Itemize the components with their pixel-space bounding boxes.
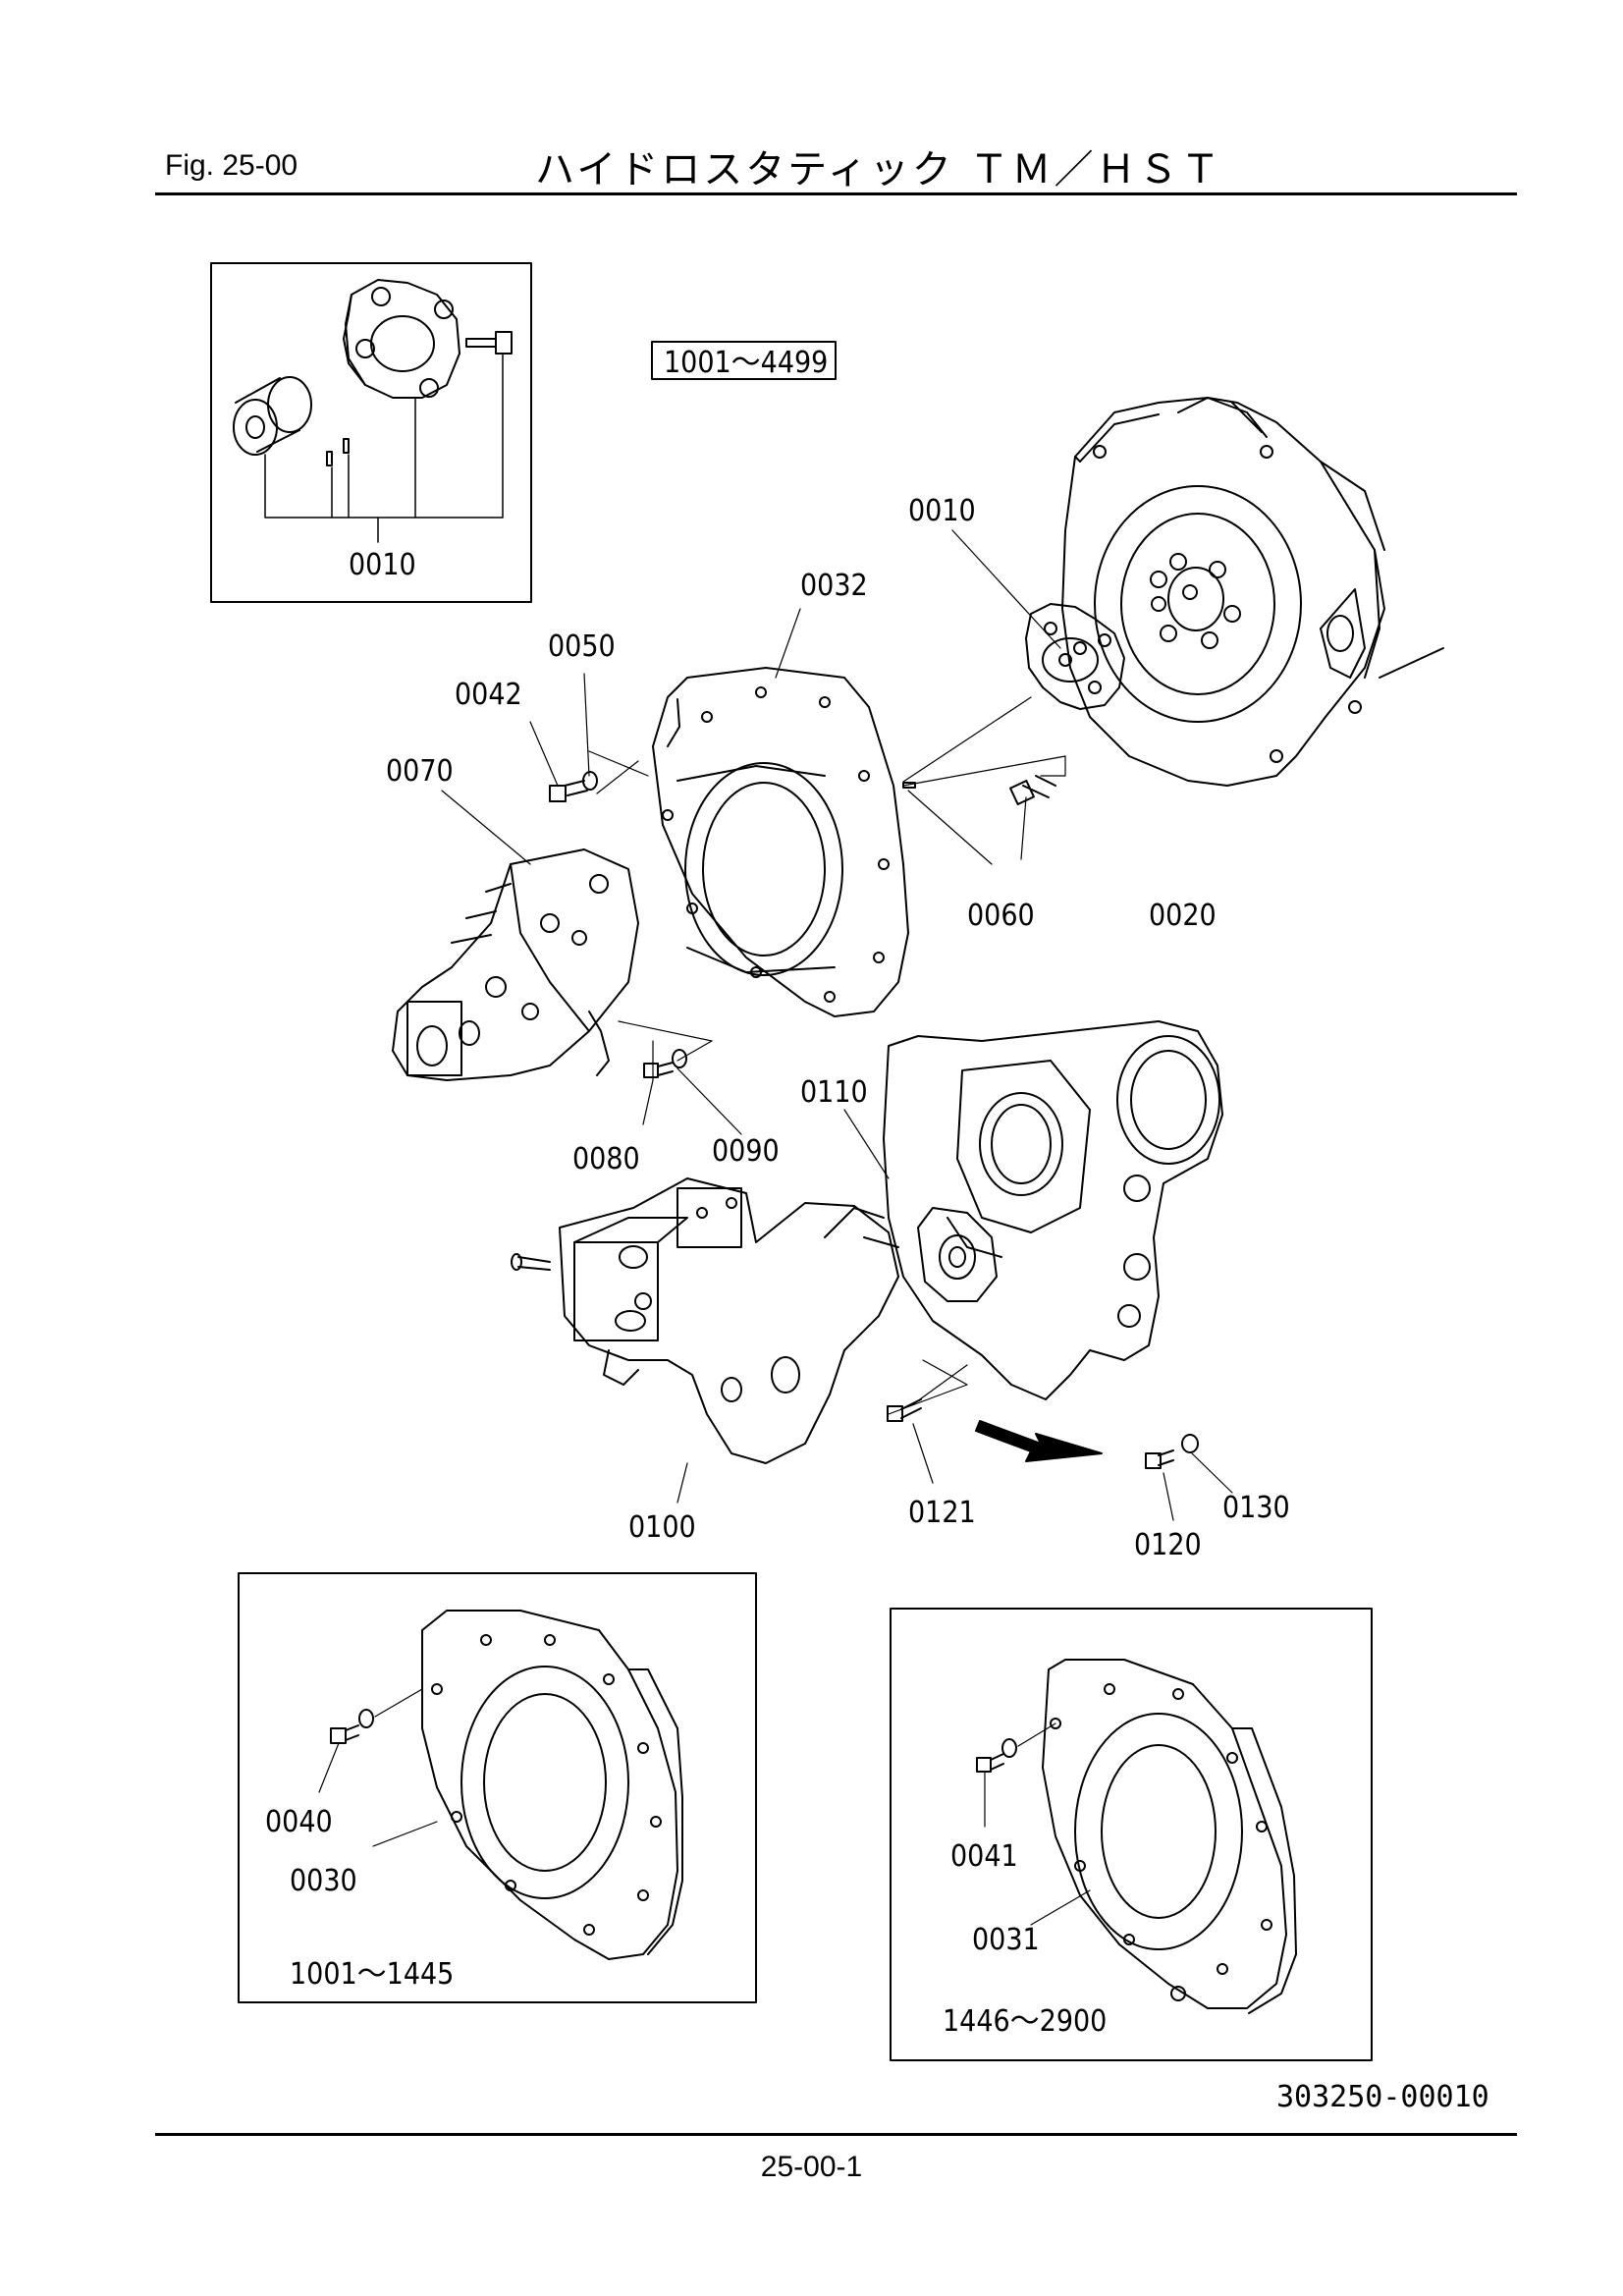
bolt-0042 [549, 780, 588, 802]
label-0020: 0020 [1149, 899, 1217, 933]
label-0031: 0031 [972, 1923, 1040, 1957]
inset-frame [210, 262, 532, 603]
bolt-0120 [1145, 1449, 1174, 1469]
washer-0130 [1181, 1434, 1199, 1453]
hydrostatic-motor-0100 [511, 1177, 899, 1464]
label-0120: 0120 [1134, 1528, 1202, 1562]
serial-range-a: 1001～1445 [290, 1957, 454, 1992]
label-0010: 0010 [908, 494, 976, 528]
inset-plate-0031: 0041 0031 1446～2900 [890, 1608, 1373, 2061]
pump-assembly-0070 [392, 848, 639, 1081]
assembly-direction-arrow [975, 1420, 1103, 1462]
inset-a-frame [238, 1572, 757, 2003]
plate-0032 [652, 667, 909, 1017]
page-title: ハイドロスタティック ＴＭ／ＨＳＴ [535, 147, 1223, 192]
coupling-pins [326, 438, 350, 466]
leader-lines [441, 529, 1233, 1521]
label-0030: 0030 [290, 1864, 357, 1898]
drawing-reference: 303250-00010 [1276, 2080, 1489, 2114]
flange-coupling [917, 1207, 998, 1302]
page-number: 25-00-1 [760, 2151, 863, 2183]
label-0041: 0041 [950, 1839, 1018, 1874]
serial-range-box [651, 341, 837, 380]
label-0050: 0050 [548, 629, 616, 664]
coupling-bolt [465, 331, 513, 355]
label-0010-inset: 0010 [349, 548, 416, 582]
bolt-0080 [643, 1062, 674, 1078]
footer-rule [155, 2133, 1517, 2136]
serial-range-b: 1446～2900 [943, 2004, 1107, 2039]
inset-coupling: 0010 [210, 262, 532, 603]
coupling-rubber [343, 279, 460, 399]
washer-0090 [672, 1049, 687, 1068]
transmission-case-0110 [883, 1020, 1223, 1400]
label-0032: 0032 [800, 569, 868, 603]
label-0080: 0080 [572, 1142, 640, 1176]
engine-flywheel-housing [1061, 397, 1444, 787]
figure-number: Fig. 25-00 [165, 149, 298, 182]
coupling-assembled [1025, 603, 1125, 710]
part-labels: 0010 0032 0050 0042 0070 0060 0020 0110 … [386, 494, 1290, 1562]
inset-b-frame [890, 1608, 1373, 2061]
serial-range-main: 1001～4499 [664, 346, 828, 380]
label-0060: 0060 [967, 899, 1035, 933]
label-0121: 0121 [908, 1496, 976, 1530]
label-0110: 0110 [800, 1075, 868, 1110]
header-rule [155, 192, 1517, 195]
bolt-0020 [1009, 775, 1056, 805]
label-0100: 0100 [628, 1510, 696, 1545]
label-0070: 0070 [386, 754, 454, 789]
label-0042: 0042 [455, 678, 522, 712]
label-0090: 0090 [712, 1134, 780, 1169]
inset-plate-0030: 0040 0030 1001～1445 [238, 1572, 757, 2003]
label-0130: 0130 [1222, 1491, 1290, 1525]
coupling-hub [233, 376, 312, 456]
washer-0050 [582, 771, 598, 791]
label-0040: 0040 [265, 1805, 333, 1839]
